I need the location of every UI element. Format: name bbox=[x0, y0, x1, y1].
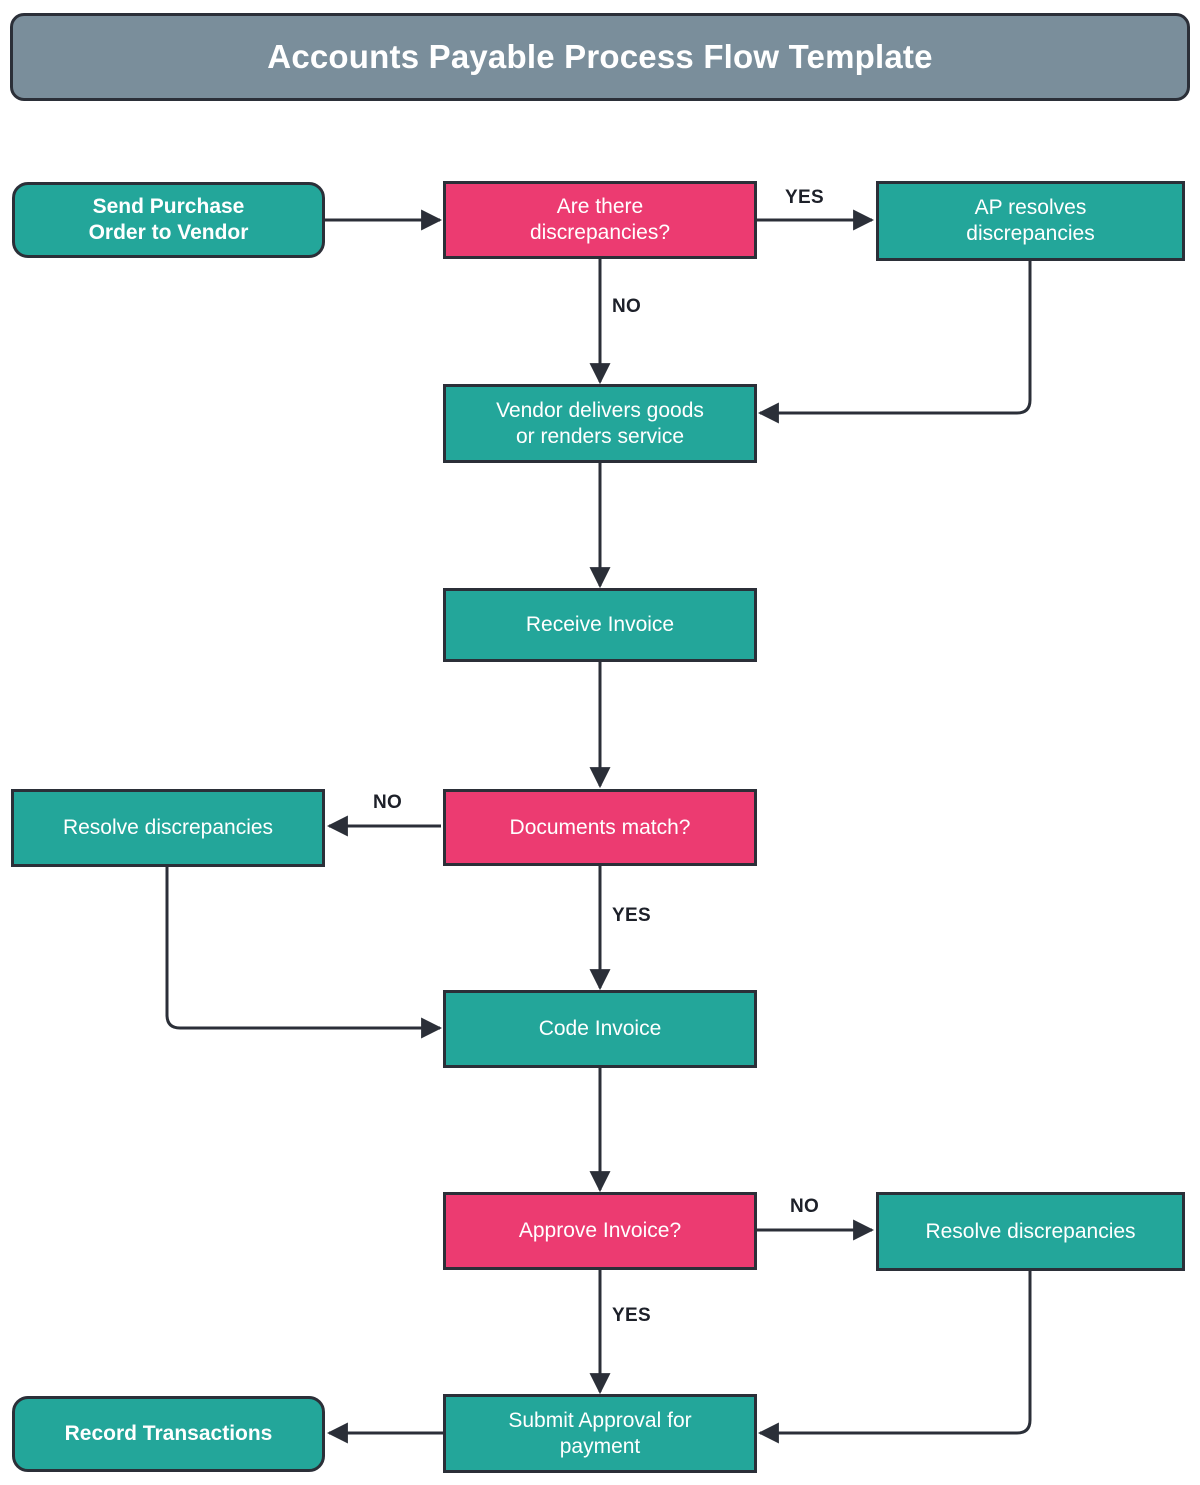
node-documents-match[interactable]: Documents match? bbox=[443, 789, 757, 866]
edge-label-no-discrepancies: NO bbox=[612, 296, 642, 317]
node-resolve-discrepancies-left[interactable]: Resolve discrepancies bbox=[11, 789, 325, 867]
edge-label-no-approve: NO bbox=[790, 1196, 820, 1217]
edge-resolve-left-to-code-invoice bbox=[165, 867, 443, 1039]
node-resolve-discrepancies-right-label: Resolve discrepancies bbox=[925, 1219, 1136, 1243]
node-vendor-delivers-goods[interactable]: Vendor delivers goods or renders service bbox=[443, 384, 757, 463]
node-send-purchase-order-label: Send Purchase Order to Vendor bbox=[88, 195, 249, 244]
node-ap-resolves-discrepancies[interactable]: AP resolves discrepancies bbox=[876, 181, 1185, 261]
page-title-banner: Accounts Payable Process Flow Template bbox=[10, 13, 1190, 101]
node-record-transactions-label: Record Transactions bbox=[64, 1422, 273, 1446]
node-documents-match-label: Documents match? bbox=[509, 815, 691, 839]
node-resolve-discrepancies-right[interactable]: Resolve discrepancies bbox=[876, 1192, 1185, 1271]
node-are-there-discrepancies[interactable]: Are there discrepancies? bbox=[443, 181, 757, 259]
edge-label-yes-approve: YES bbox=[612, 1305, 651, 1326]
node-send-purchase-order[interactable]: Send Purchase Order to Vendor bbox=[12, 182, 325, 258]
node-vendor-delivers-goods-label: Vendor delivers goods or renders service bbox=[496, 398, 704, 448]
node-approve-invoice[interactable]: Approve Invoice? bbox=[443, 1192, 757, 1270]
node-receive-invoice-label: Receive Invoice bbox=[525, 613, 675, 637]
edge-label-yes-discrepancies: YES bbox=[785, 187, 824, 208]
node-approve-invoice-label: Approve Invoice? bbox=[518, 1219, 682, 1243]
node-code-invoice[interactable]: Code Invoice bbox=[443, 990, 757, 1068]
edge-resolve-right-to-submit-approval bbox=[757, 1271, 1032, 1444]
edge-label-yes-documents-match: YES bbox=[612, 905, 651, 926]
edge-label-no-documents-match: NO bbox=[373, 792, 403, 813]
node-resolve-discrepancies-left-label: Resolve discrepancies bbox=[62, 816, 274, 840]
edge-ap-resolves-to-vendor-delivers bbox=[757, 261, 1032, 424]
node-record-transactions[interactable]: Record Transactions bbox=[12, 1396, 325, 1472]
node-submit-approval-for-payment[interactable]: Submit Approval for payment bbox=[443, 1394, 757, 1473]
node-ap-resolves-discrepancies-label: AP resolves discrepancies bbox=[966, 196, 1095, 245]
node-submit-approval-for-payment-label: Submit Approval for payment bbox=[508, 1408, 692, 1458]
node-code-invoice-label: Code Invoice bbox=[538, 1017, 662, 1041]
node-receive-invoice[interactable]: Receive Invoice bbox=[443, 588, 757, 662]
node-are-there-discrepancies-label: Are there discrepancies? bbox=[529, 195, 671, 244]
page-title: Accounts Payable Process Flow Template bbox=[267, 38, 933, 75]
